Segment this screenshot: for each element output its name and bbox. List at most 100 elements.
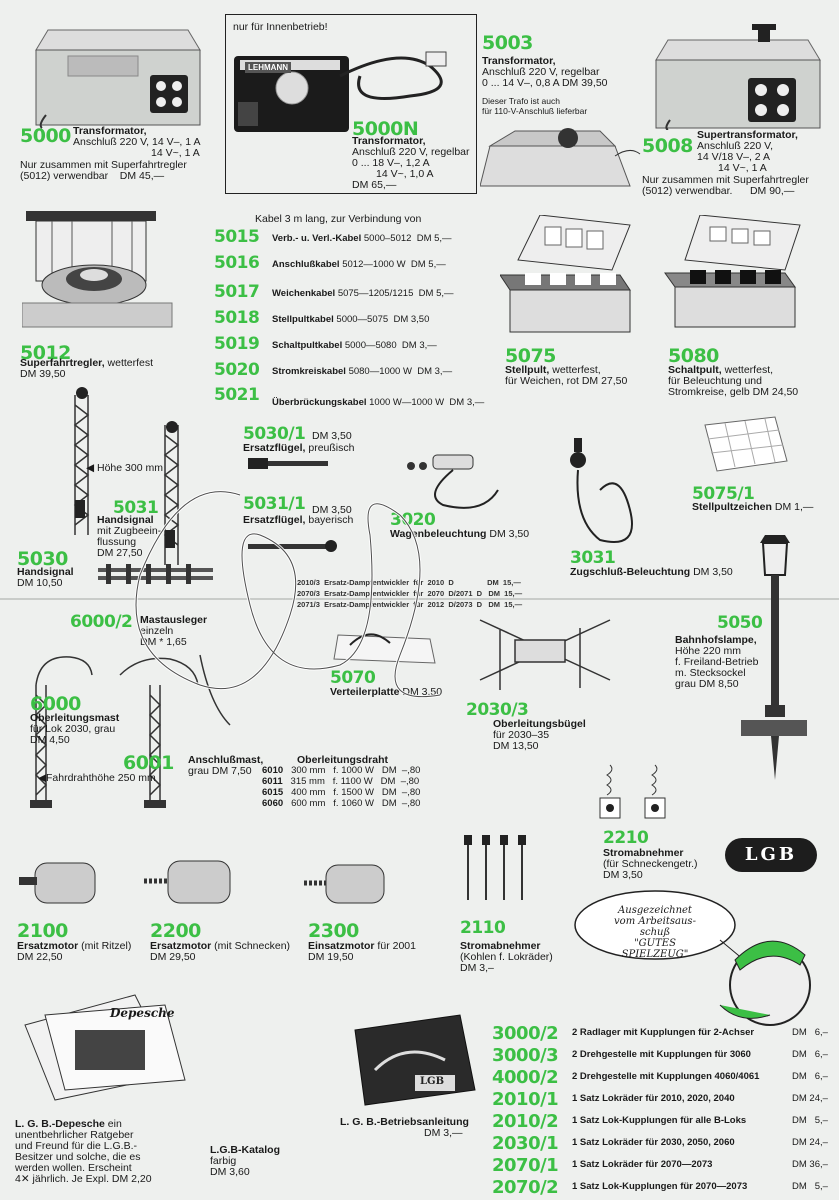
schaltpult-illustration	[664, 215, 801, 328]
product-desc-2100: (mit Ritzel)	[78, 940, 132, 952]
product-number-6001: 6001	[123, 752, 174, 774]
cartoon-line: Ausgezeichnet	[618, 905, 692, 916]
product-title-2100: Ersatzmotor	[17, 940, 79, 952]
product-line-2210-2: (für Schneckengetr.)	[603, 858, 698, 870]
cable-list-header: Kabel 3 m lang, zur Verbindung von	[255, 213, 422, 225]
product-desc-2300: für 2001	[374, 940, 416, 952]
product-line-5000-2: 14 V~, 1 A	[151, 147, 200, 159]
cable-name: Verb.- u. Verl.-Kabel	[272, 233, 362, 244]
superfahrtregler-illustration	[22, 211, 173, 328]
product-number-5003: 5003	[482, 32, 533, 54]
product-number-2030-3: 2030/3	[466, 700, 529, 720]
product-line-2030-3-2: für 2030–35	[493, 729, 550, 741]
product-title-2300: Einsatzmotor	[308, 940, 375, 952]
part-number: 2010/1	[492, 1089, 559, 1110]
oberleitung-code: 6011	[262, 776, 283, 787]
ersatzfluegel-preussisch-illustration	[248, 458, 328, 469]
product-line-5008-2: 14 V/18 V–, 2 A	[697, 151, 770, 163]
product-line-5031-3: flussung	[97, 536, 137, 548]
triangle-icon: ◀	[86, 462, 95, 474]
product-title-5080: Schaltpult,	[668, 364, 722, 376]
product-note-5003-1: Dieser Trafo ist auch	[482, 96, 560, 106]
product-number-5050: 5050	[717, 613, 763, 633]
product-line-5000-1: Anschluß 220 V, 14 V–, 1 A	[73, 136, 201, 148]
betrieb-cover-title: LGB	[420, 1076, 445, 1087]
depesche-illustration	[24, 994, 186, 1101]
product-line-5000-4: (5012) verwendbar DM 45,—	[20, 170, 165, 182]
stellpult-illustration	[500, 215, 631, 333]
product-number-2110: 2110	[460, 918, 506, 938]
product-price-2100: DM 22,50	[17, 951, 63, 963]
depesche-line-6: 4✕ jährlich. Je Expl. DM 2,20	[15, 1173, 152, 1185]
transformer-5000-illustration	[35, 29, 201, 129]
cable-row: 5019 Schaltpultkabel 5000—5080 DM 3,—	[214, 332, 524, 354]
oberleitung-text: 300 mm f. 1000 W DM –,80	[291, 765, 421, 776]
cable-number: 5015	[214, 227, 260, 247]
depesche-line-4: Besitzer und solche, die es	[15, 1151, 141, 1163]
part-number: 3000/3	[492, 1045, 559, 1066]
product-title-6001: Anschlußmast,	[188, 754, 264, 766]
product-line-5003-1: Anschluß 220 V, regelbar	[482, 66, 600, 78]
motor-2200-illustration	[144, 860, 231, 904]
product-number-5030: 5030	[17, 548, 68, 570]
cable-detail: 5000—5080	[342, 340, 397, 351]
transformer-5000n-illustration	[234, 51, 447, 132]
product-number-2200: 2200	[150, 920, 201, 942]
cable-name: Stromkreiskabel	[272, 366, 346, 377]
ersatz-line: 2010/3 Ersatz-Dampfentwickler für 2010 D…	[297, 578, 521, 587]
cable-name: Anschlußkabel	[272, 259, 340, 270]
part-number: 4000/2	[492, 1067, 559, 1088]
betrieb-line-2: DM 3,—	[424, 1127, 463, 1139]
cable-number: 5017	[214, 282, 260, 302]
product-line-5050-5: grau DM 8,50	[675, 678, 739, 690]
product-number-6000: 6000	[30, 693, 81, 715]
cartoon-conductor-illustration	[574, 890, 811, 1026]
zugschluss-beleuchtung-illustration	[570, 438, 633, 543]
motor-2300-illustration	[304, 864, 385, 904]
product-line-5008-1: Anschluß 220 V,	[697, 140, 774, 152]
product-number-5000: 5000	[20, 125, 71, 147]
bahnhofslampe-illustration	[741, 535, 807, 780]
stellpultzeichen-illustration	[704, 416, 788, 472]
product-desc-5012: wetterfest	[104, 357, 154, 369]
product-line-5000n-2: 0 ... 18 V–, 1,2 A	[352, 157, 430, 169]
cable-row: 5017 Weichenkabel 5075—1205/1215 DM 5,—	[214, 280, 524, 302]
oberleitung-code: 6015	[262, 787, 284, 798]
part-price: DM 6,–	[792, 1027, 828, 1038]
product-number-5080: 5080	[668, 345, 719, 367]
oberleitungsdraht-title: Oberleitungsdraht	[297, 754, 389, 766]
product-number-6000-2: 6000/2	[70, 612, 133, 632]
product-price-5012: DM 39,50	[20, 368, 66, 380]
product-line-5008-3: 14 V~, 1 A	[718, 162, 767, 174]
product-number-2100: 2100	[17, 920, 68, 942]
product-number-5012: 5012	[20, 342, 71, 364]
part-price: DM 5,–	[792, 1181, 828, 1192]
product-desc-5075: wetterfest,	[549, 364, 601, 376]
product-title-2210: Stromabnehmer	[603, 847, 684, 859]
brand-label: LEHMANN	[245, 62, 291, 73]
product-price-2300: DM 19,50	[308, 951, 354, 963]
cable-detail: 5000–5012	[361, 233, 412, 244]
product-line-2210-3: DM 3,50	[603, 869, 643, 881]
product-title-2110: Stromabnehmer	[460, 940, 541, 952]
cable-price: DM 5,—	[410, 259, 446, 270]
product-number-5075: 5075	[505, 345, 556, 367]
cartoon-speech: Ausgezeichnet vom Arbeitsaus- schuß "GUT…	[600, 905, 710, 960]
product-price-5030: DM 10,50	[17, 577, 63, 589]
product-title-5075-1: Stellpultzeichen	[692, 501, 772, 513]
product-note-5003-2: für 110-V-Anschluß lieferbar	[482, 106, 588, 116]
cable-number: 5021	[214, 385, 260, 405]
product-title-2200: Ersatzmotor	[150, 940, 212, 952]
product-line-5031-4: DM 27,50	[97, 547, 143, 559]
product-title-5030-1: Ersatzflügel,	[243, 442, 306, 454]
product-line-5050-3: f. Freiland-Betrieb	[675, 656, 759, 668]
product-line-5000-3: Nur zusammen mit Superfahrtregler	[20, 159, 187, 171]
part-price: DM 24,–	[792, 1137, 828, 1148]
cartoon-line: vom Arbeitsaus-	[614, 916, 696, 927]
